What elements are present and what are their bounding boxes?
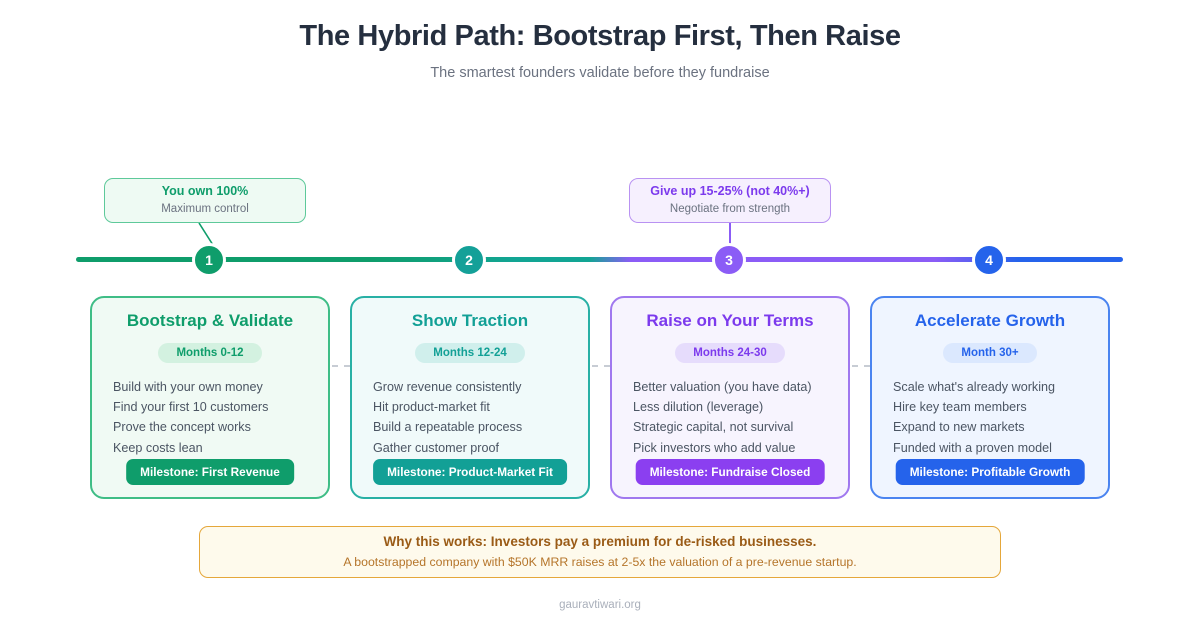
list-item: Build a repeatable process (373, 420, 523, 435)
callout-dilution-title: Give up 15-25% (not 40%+) (650, 183, 810, 198)
stage-card-period-badge: Months 12-24 (415, 342, 525, 363)
list-item: Scale what's already working (893, 379, 1056, 394)
timeline-node-3[interactable]: 3 (712, 243, 746, 277)
stage-card-show-traction[interactable]: Show Traction Months 12-24 Grow revenue … (350, 296, 590, 499)
why-this-works-title: Why this works: Investors pay a premium … (383, 534, 817, 550)
timeline-track (76, 257, 1123, 262)
callout-dilution-connector-line (729, 223, 731, 245)
callout-ownership: You own 100% Maximum control (104, 178, 306, 223)
list-item: Better valuation (you have data) (633, 379, 812, 394)
callout-dilution: Give up 15-25% (not 40%+) Negotiate from… (629, 178, 831, 223)
stage-card-bootstrap-validate[interactable]: Bootstrap & Validate Months 0-12 Build w… (90, 296, 330, 499)
list-item: Keep costs lean (113, 440, 203, 455)
stage-card-milestone-badge: Milestone: Product-Market Fit (373, 459, 567, 485)
stage-card-bullet-list: Build with your own money Find your firs… (106, 377, 314, 459)
callout-ownership-connector-line (198, 223, 214, 245)
site-footer: gauravtiwari.org (559, 599, 641, 611)
stage-card-title: Accelerate Growth (914, 311, 1066, 330)
list-item: Build with your own money (113, 379, 263, 394)
list-item: Pick investors who add value (633, 440, 796, 455)
page-subtitle: The smartest founders validate before th… (430, 65, 770, 81)
callout-ownership-title: You own 100% (161, 183, 249, 198)
card-connector-dashed (592, 365, 610, 367)
stage-card-title: Raise on Your Terms (646, 311, 814, 330)
card-connector-dashed (852, 365, 870, 367)
stage-card-title: Bootstrap & Validate (126, 311, 294, 330)
callout-dilution-subtitle: Negotiate from strength (669, 202, 791, 215)
callout-ownership-subtitle: Maximum control (161, 202, 249, 215)
stage-card-milestone-badge: Milestone: Profitable Growth (895, 459, 1085, 485)
why-this-works-subtitle: A bootstrapped company with $50K MRR rai… (343, 554, 857, 569)
stage-card-milestone-badge: Milestone: First Revenue (126, 459, 294, 485)
stage-card-title: Show Traction (411, 311, 529, 330)
list-item: Find your first 10 customers (113, 400, 269, 415)
stage-card-raise-on-your-terms[interactable]: Raise on Your Terms Months 24-30 Better … (610, 296, 850, 499)
timeline-node-1[interactable]: 1 (192, 243, 226, 277)
timeline-node-4[interactable]: 4 (972, 243, 1006, 277)
timeline-node-2[interactable]: 2 (452, 243, 486, 277)
stage-card-period-badge: Month 30+ (943, 342, 1037, 363)
list-item: Expand to new markets (893, 420, 1025, 435)
card-connector-dashed (332, 365, 350, 367)
list-item: Funded with a proven model (893, 440, 1052, 455)
list-item: Less dilution (leverage) (633, 400, 764, 415)
why-this-works-banner: Why this works: Investors pay a premium … (199, 526, 1001, 578)
list-item: Gather customer proof (373, 440, 499, 455)
stage-card-bullet-list: Scale what's already working Hire key te… (886, 377, 1094, 459)
stage-card-period-badge: Months 24-30 (675, 342, 785, 363)
stage-card-milestone-badge: Milestone: Fundraise Closed (635, 459, 825, 485)
stage-card-period-badge: Months 0-12 (158, 342, 262, 363)
list-item: Hire key team members (893, 400, 1027, 415)
page-title: The Hybrid Path: Bootstrap First, Then R… (299, 20, 901, 52)
stage-card-bullet-list: Better valuation (you have data) Less di… (626, 377, 834, 459)
list-item: Prove the concept works (113, 420, 251, 435)
stage-card-bullet-list: Grow revenue consistently Hit product-ma… (366, 377, 574, 459)
list-item: Strategic capital, not survival (633, 420, 794, 435)
stage-card-accelerate-growth[interactable]: Accelerate Growth Month 30+ Scale what's… (870, 296, 1110, 499)
list-item: Grow revenue consistently (373, 379, 522, 394)
list-item: Hit product-market fit (373, 400, 490, 415)
page-header: The Hybrid Path: Bootstrap First, Then R… (0, 0, 1200, 81)
